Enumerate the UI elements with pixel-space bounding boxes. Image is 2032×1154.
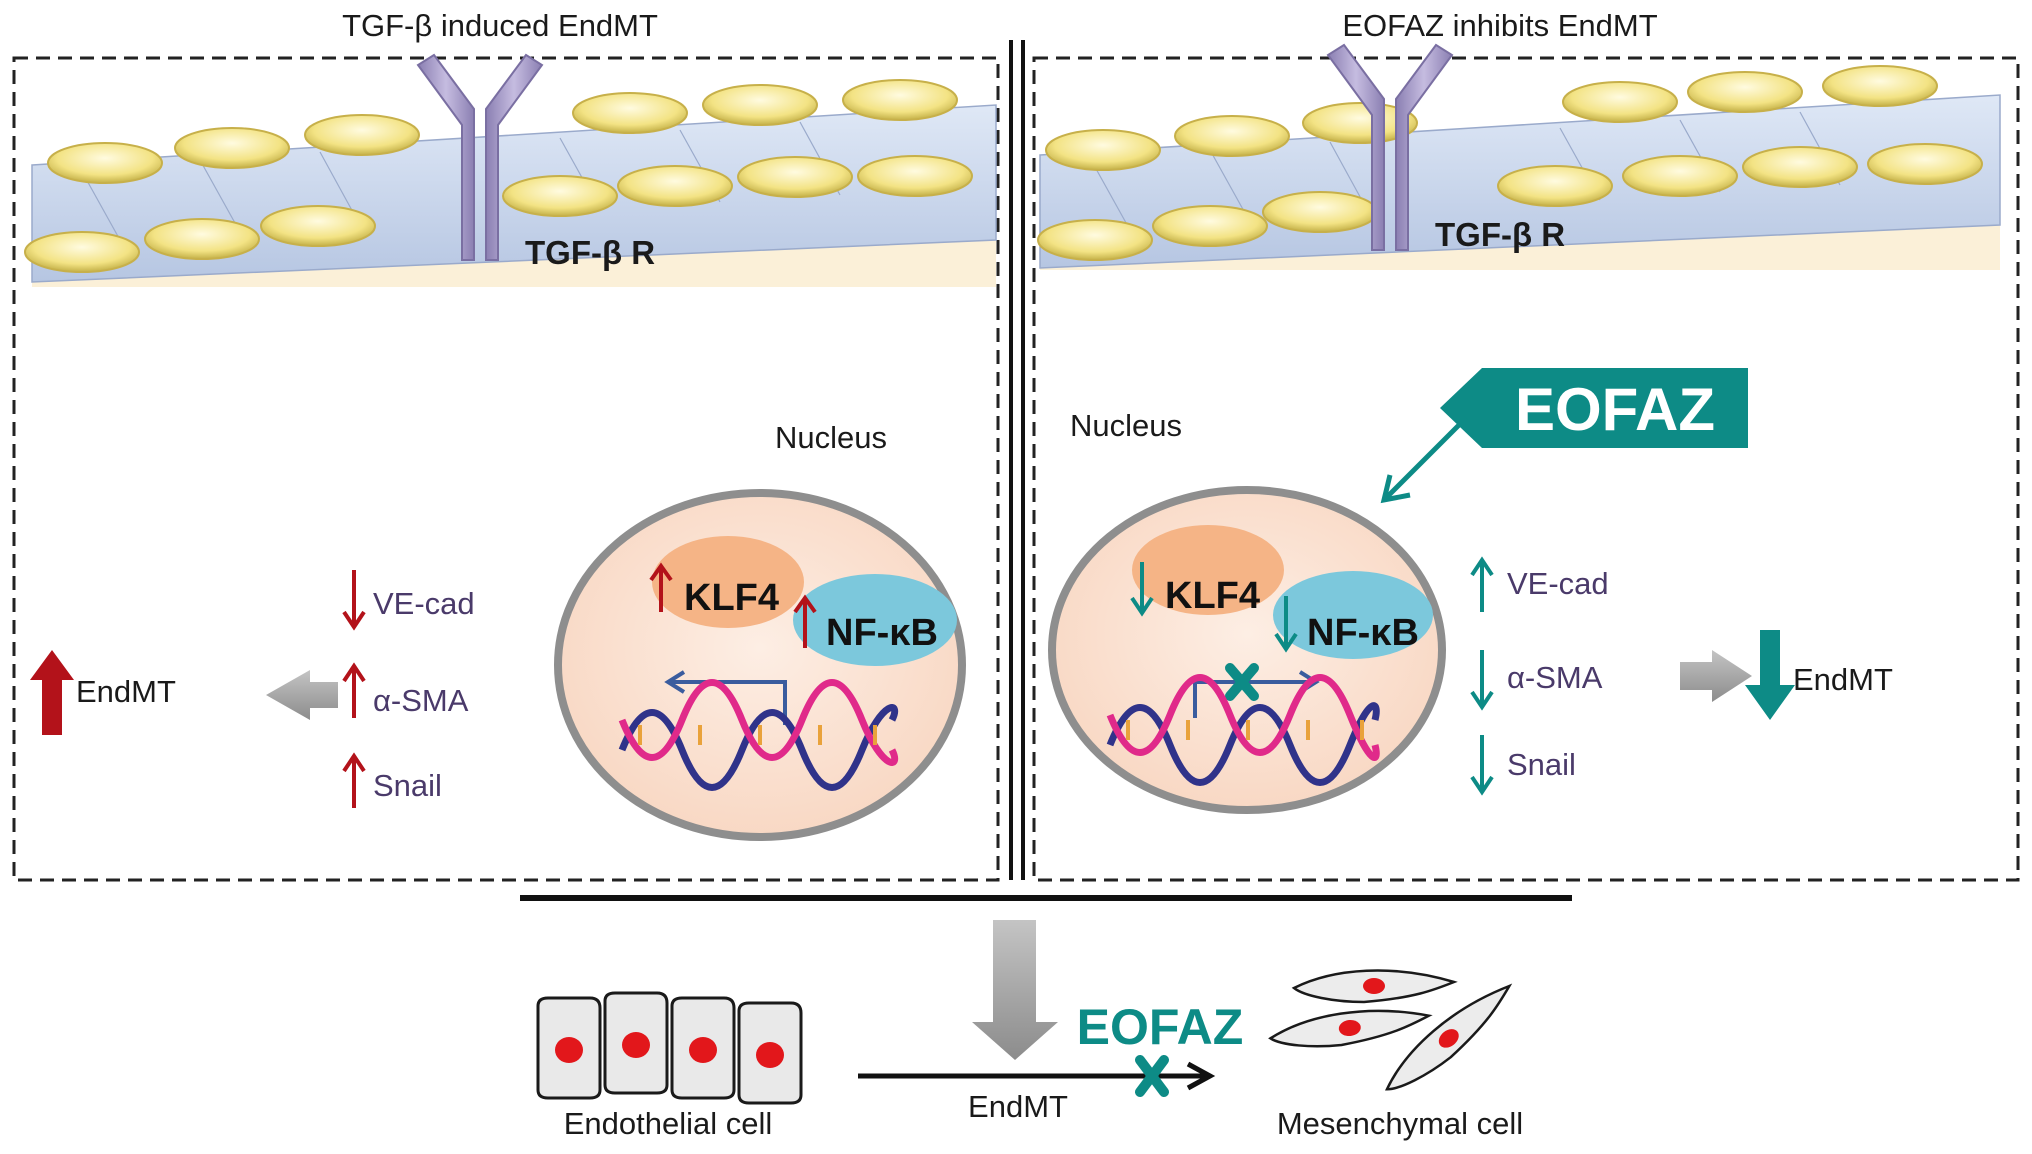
right-receptor-label: TGF-β R xyxy=(1435,216,1565,253)
left-asma-up-arrow-icon xyxy=(342,662,366,718)
right-dna-icon xyxy=(1106,674,1380,786)
bottom-block-x-icon xyxy=(1135,1055,1169,1097)
left-nfkb-label: NF-κB xyxy=(826,612,938,654)
right-klf4-down-arrow-icon xyxy=(1130,562,1154,617)
left-membrane xyxy=(24,79,997,287)
left-dna-icon xyxy=(618,679,899,791)
right-eofaz-arrow-icon xyxy=(1380,416,1468,504)
left-nucleus-label: Nucleus xyxy=(775,420,887,455)
right-klf4-label: KLF4 xyxy=(1165,575,1260,617)
bottom-grey-down-arrow-icon xyxy=(972,920,1058,1060)
left-snail-up-arrow-icon xyxy=(342,752,366,808)
mesenchymal-cells-icon xyxy=(1267,969,1523,1102)
right-vecad-up-arrow-icon xyxy=(1470,556,1494,612)
left-klf4-label: KLF4 xyxy=(684,577,779,619)
right-eofaz-label: EOFAZ xyxy=(1515,376,1715,443)
right-eofaz-tag xyxy=(1440,368,1748,448)
left-endmt-label: EndMT xyxy=(76,674,176,709)
right-membrane xyxy=(1037,65,2001,270)
right-block-x-icon xyxy=(1225,663,1259,701)
left-marker-snail: Snail xyxy=(373,768,442,803)
right-nucleus-label: Nucleus xyxy=(1070,408,1182,443)
left-panel-title: TGF-β induced EndMT xyxy=(342,8,658,43)
left-klf4-up-arrow-icon xyxy=(649,562,673,612)
right-endmt-label: EndMT xyxy=(1793,662,1893,697)
left-klf4-blob xyxy=(652,536,804,628)
left-marker-vecad: VE-cad xyxy=(373,586,475,621)
bottom-endmt-label: EndMT xyxy=(968,1089,1068,1124)
right-snail-down-arrow-icon xyxy=(1470,735,1494,796)
right-grey-arrow-icon xyxy=(1680,650,1752,702)
right-panel-frame xyxy=(1032,56,2020,882)
right-marker-vecad: VE-cad xyxy=(1507,566,1609,601)
left-vecad-down-arrow-icon xyxy=(342,570,366,631)
bottom-eofaz-label: EOFAZ xyxy=(1077,999,1244,1055)
left-grey-arrow-icon xyxy=(266,670,338,720)
left-nfkb-blob xyxy=(793,574,957,666)
right-nfkb-label: NF-κB xyxy=(1307,612,1419,654)
endothelial-cells-icon xyxy=(536,991,803,1105)
right-marker-asma: α-SMA xyxy=(1507,660,1603,695)
right-nfkb-down-arrow-icon xyxy=(1274,596,1298,653)
endothelial-cell-label: Endothelial cell xyxy=(564,1106,773,1141)
mesenchymal-cell-label: Mesenchymal cell xyxy=(1277,1106,1523,1141)
right-panel-title: EOFAZ inhibits EndMT xyxy=(1342,8,1657,43)
left-endmt-up-arrow-icon xyxy=(30,650,74,735)
left-receptor-label: TGF-β R xyxy=(525,234,655,271)
right-marker-snail: Snail xyxy=(1507,747,1576,782)
right-klf4-blob xyxy=(1132,525,1284,615)
left-nfkb-up-arrow-icon xyxy=(793,594,817,648)
left-marker-asma: α-SMA xyxy=(373,683,469,718)
right-endmt-down-arrow-icon xyxy=(1745,630,1795,720)
left-panel-frame xyxy=(12,56,1000,882)
right-asma-down-arrow-icon xyxy=(1470,650,1494,711)
right-nfkb-blob xyxy=(1273,571,1433,659)
